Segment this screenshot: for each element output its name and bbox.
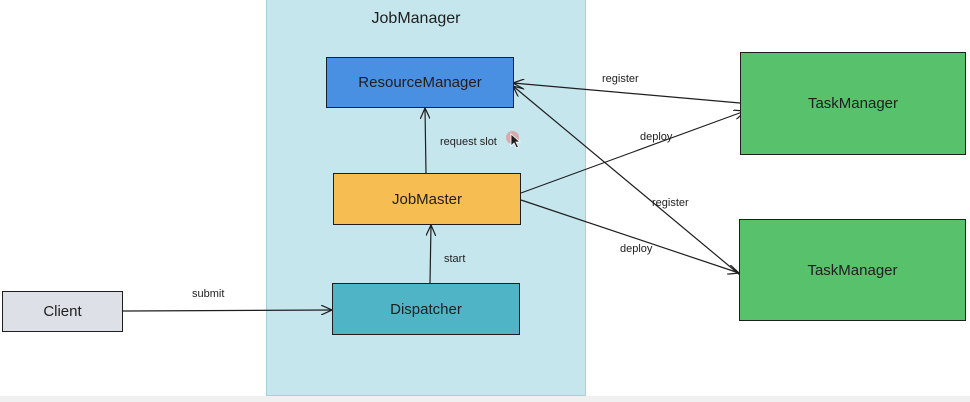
edge-label-start: start [444, 253, 466, 265]
task-manager-1-label: TaskManager [807, 95, 899, 112]
mouse-pointer-icon [510, 133, 522, 149]
edge-register-1 [513, 83, 741, 104]
edge-label-deploy-2: deploy [620, 243, 653, 255]
resource-manager-label: ResourceManager [358, 74, 482, 91]
bottom-strip [0, 396, 970, 402]
job-master-node: JobMaster [333, 173, 521, 225]
dispatcher-label: Dispatcher [390, 300, 462, 318]
edge-submit [122, 310, 332, 311]
edge-start [430, 225, 431, 284]
client-node: Client [2, 291, 123, 332]
task-manager-node-2: TaskManager [739, 219, 966, 321]
task-manager-2-label: TaskManager [807, 261, 898, 279]
edge-deploy-2 [520, 199, 739, 273]
edge-label-request-slot: request slot [440, 136, 497, 148]
edge-label-register-2: register [652, 197, 689, 209]
edge-label-deploy-1: deploy [640, 131, 673, 143]
resource-manager-node: ResourceManager [326, 57, 514, 108]
edge-label-submit: submit [192, 288, 225, 300]
jobmanager-group-title: JobManager [371, 10, 461, 27]
client-label: Client [43, 303, 82, 320]
task-manager-node-1: TaskManager [740, 52, 966, 155]
dispatcher-node: Dispatcher [332, 283, 520, 335]
edge-register-2 [513, 86, 741, 276]
edge-request-slot [425, 108, 426, 174]
job-master-label: JobMaster [391, 190, 463, 208]
edge-deploy-1 [520, 111, 745, 194]
edge-label-register-1: register [602, 73, 639, 85]
